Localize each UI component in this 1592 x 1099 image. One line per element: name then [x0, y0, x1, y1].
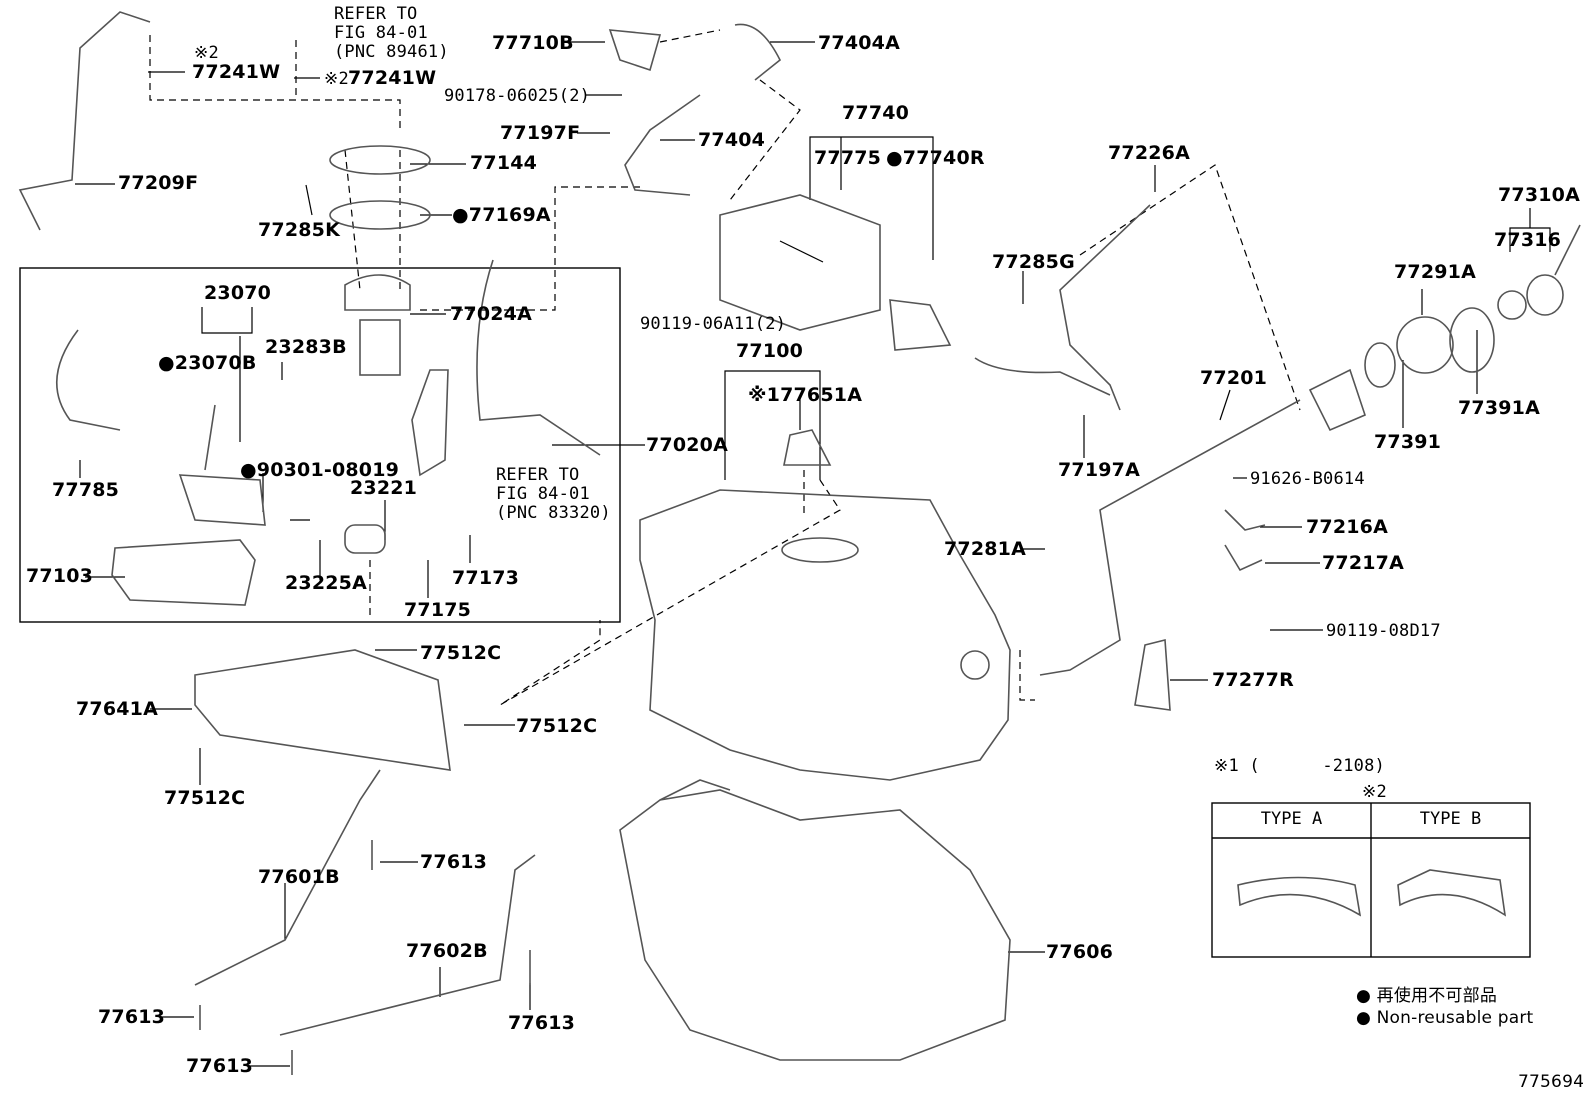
- label-77216A: 77216A: [1306, 516, 1389, 538]
- refer-fig-line: FIG 84-01: [496, 484, 590, 504]
- label-23070: 23070: [204, 282, 272, 304]
- refer-pnc-line: (PNC 89461): [334, 42, 449, 62]
- table-note-mark: ※2: [1362, 782, 1387, 802]
- label-90119-08D17: 90119-08D17: [1326, 621, 1441, 641]
- label-23225A: 23225A: [285, 572, 368, 594]
- label-77602B: 77602B: [406, 940, 488, 962]
- label-23221: 23221: [350, 477, 418, 499]
- label-77103: 77103: [26, 565, 94, 587]
- label-77175: 77175: [404, 599, 472, 621]
- label-77169A: ●77169A: [452, 204, 551, 226]
- label-77281A: 77281A: [944, 538, 1027, 560]
- label-77710B: 77710B: [492, 32, 574, 54]
- label-77173: 77173: [452, 567, 520, 589]
- label-77404: 77404: [698, 129, 766, 151]
- label-77391: 77391: [1374, 431, 1442, 453]
- label-90119-06A11: 90119-06A11(2): [640, 314, 787, 334]
- label-77020A: 77020A: [646, 434, 729, 456]
- refer-to-line: REFER TO: [496, 465, 580, 485]
- label-90301-08019: ●90301-08019: [240, 459, 400, 481]
- part-shapes: [18, 11, 1581, 1075]
- label-77606: 77606: [1046, 941, 1114, 963]
- label-77641A: 77641A: [76, 698, 159, 720]
- note-applicability: ※1 ( -2108): [1214, 756, 1385, 776]
- label-77144: 77144: [470, 152, 538, 174]
- label-77740R: ●77740R: [886, 147, 985, 169]
- label-23283B: 23283B: [265, 336, 347, 358]
- label-77785: 77785: [52, 479, 120, 501]
- label-77613: 77613: [98, 1006, 166, 1028]
- legend-japanese: ● 再使用不可部品: [1356, 986, 1498, 1006]
- label-77316: 77316: [1494, 229, 1562, 251]
- label-77310A: 77310A: [1498, 184, 1581, 206]
- label-mark-2: ※2: [324, 69, 349, 89]
- label-77601B: 77601B: [258, 866, 340, 888]
- refer-to-line: REFER TO: [334, 4, 418, 24]
- label-77197A: 77197A: [1058, 459, 1141, 481]
- label-77217A: 77217A: [1322, 552, 1405, 574]
- label-77404A: 77404A: [818, 32, 901, 54]
- label-77024A: 77024A: [450, 303, 533, 325]
- label-90178-06025: 90178-06025(2): [444, 86, 591, 106]
- leader-lines: [75, 41, 1551, 1067]
- refer-pnc-line: (PNC 83320): [496, 503, 611, 523]
- label-23070B: ●23070B: [158, 352, 257, 374]
- label-77613: 77613: [186, 1055, 254, 1077]
- legend-non-reusable: ● Non-reusable part: [1356, 1008, 1534, 1028]
- label-77512C: 77512C: [420, 642, 502, 664]
- label-77285K: 77285K: [258, 219, 341, 241]
- type-a-header: TYPE A: [1260, 809, 1323, 829]
- refer-fig-line: FIG 84-01: [334, 23, 428, 43]
- label-77512C: 77512C: [516, 715, 598, 737]
- label-77241W: 77241W: [192, 61, 281, 83]
- label-77201: 77201: [1200, 367, 1268, 389]
- label-77100: 77100: [736, 340, 804, 362]
- label-mark-2: ※2: [194, 43, 219, 63]
- type-b-header: TYPE B: [1419, 809, 1482, 829]
- label-77277R: 77277R: [1212, 669, 1294, 691]
- label-77209F: 77209F: [118, 172, 199, 194]
- label-77512C: 77512C: [164, 787, 246, 809]
- guide-lines: [149, 29, 1301, 706]
- diagram-id: 775694: [1518, 1072, 1585, 1092]
- label-77613: 77613: [420, 851, 488, 873]
- label-77740: 77740: [842, 102, 910, 124]
- label-77391A: 77391A: [1458, 397, 1541, 419]
- label-77226A: 77226A: [1108, 142, 1191, 164]
- label-77775: 77775: [814, 147, 882, 169]
- label-77285G: 77285G: [992, 251, 1075, 273]
- label-91626-B0614: 91626-B0614: [1250, 469, 1365, 489]
- label-77651A: ※177651A: [748, 384, 863, 406]
- label-77613: 77613: [508, 1012, 576, 1034]
- label-77291A: 77291A: [1394, 261, 1477, 283]
- label-77241W: 77241W: [348, 67, 437, 89]
- label-77197F: 77197F: [500, 122, 581, 144]
